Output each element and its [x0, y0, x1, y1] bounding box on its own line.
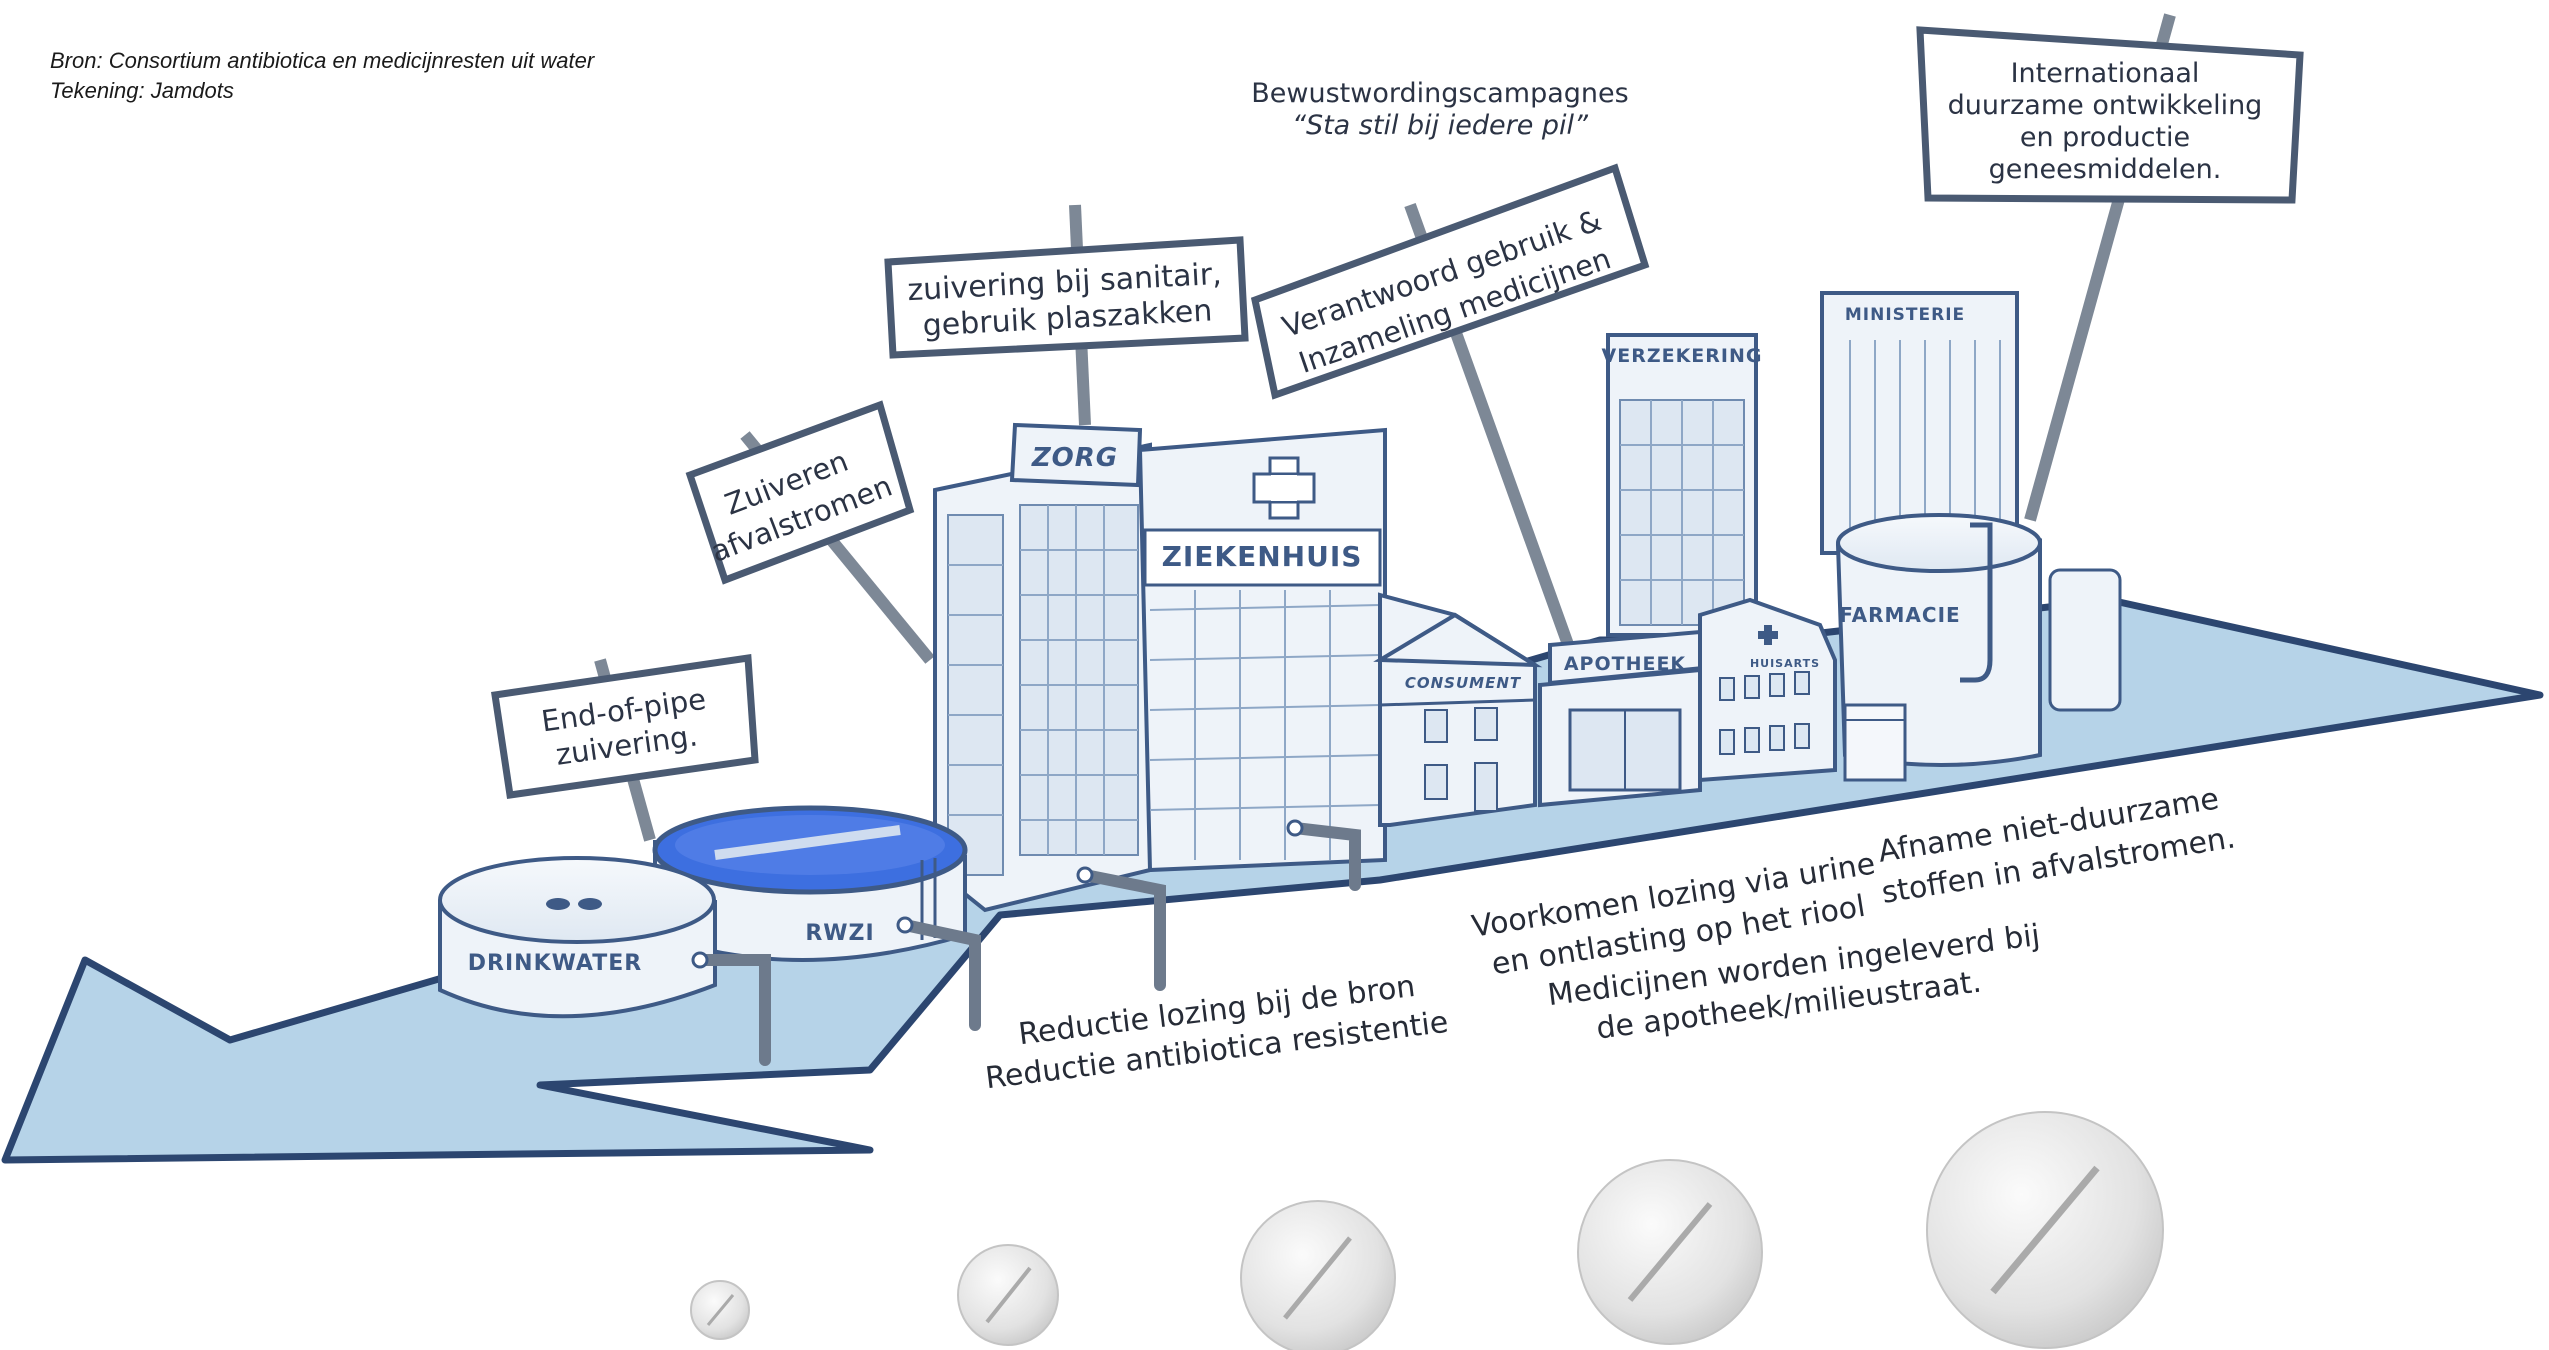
zorg-building: ZORG	[933, 422, 1152, 913]
drinkwater-tank: DRINKWATER	[438, 856, 717, 1019]
huisarts-label: HUISARTS	[1750, 657, 1820, 670]
huisarts-building: HUISARTS	[1698, 597, 1837, 783]
sign-internationaal: Internationaal duurzame ontwikkeling en …	[1916, 26, 2304, 204]
ministerie-building: MINISTERIE	[1820, 291, 2019, 555]
drinkwater-label: DRINKWATER	[468, 951, 642, 976]
sign-sanitair: zuivering bij sanitair, gebruik plaszakk…	[884, 236, 1249, 359]
campaign-title: Bewustwordingscampagnes	[1251, 78, 1628, 109]
zorg-label: ZORG	[1031, 443, 1118, 473]
apotheek-building: APOTHEEK	[1538, 629, 1706, 808]
sign-internationaal-line1: Internationaal	[2011, 58, 2200, 89]
sign-internationaal-line4: geneesmiddelen.	[1989, 154, 2222, 185]
huisarts-cross-icon	[1758, 625, 1778, 645]
rwzi-label: RWZI	[805, 921, 874, 946]
ziekenhuis-building: ZIEKENHUIS	[1137, 427, 1387, 873]
ministerie-label: MINISTERIE	[1845, 305, 1965, 325]
farmacie-building: FARMACIE	[1835, 513, 2122, 782]
rwzi-tank: RWZI	[652, 805, 968, 962]
pill-icon	[1926, 1111, 2164, 1349]
pill-icon	[1240, 1200, 1396, 1350]
source-credit: Bron: Consortium antibiotica en medicijn…	[50, 48, 595, 73]
campaign-slogan: “Sta stil bij iedere pil”	[1292, 110, 1589, 141]
verzekering-building: VERZEKERING	[1602, 333, 1763, 637]
farmacie-label: FARMACIE	[1839, 603, 1960, 627]
pill-icon	[1577, 1159, 1763, 1345]
pill-icon	[690, 1280, 750, 1340]
sign-internationaal-line2: duurzame ontwikkeling	[1948, 90, 2263, 121]
sign-end-of-pipe: End-of-pipe zuivering.	[491, 653, 759, 799]
note-afname: Afname niet-duurzame stoffen in afvalstr…	[1876, 781, 2238, 910]
sign-zuiveren: Zuiveren afvalstromen	[685, 400, 915, 585]
ziekenhuis-label: ZIEKENHUIS	[1162, 540, 1363, 573]
drawing-credit: Tekening: Jamdots	[50, 78, 234, 103]
verzekering-label: VERZEKERING	[1602, 345, 1763, 367]
consument-label: CONSUMENT	[1405, 674, 1522, 692]
pills-row	[690, 1111, 2164, 1350]
sign-internationaal-line3: en productie	[2020, 122, 2190, 153]
note-reductie: Reductie lozing bij de bron Reductie ant…	[984, 969, 1451, 1096]
apotheek-label: APOTHEEK	[1564, 653, 1687, 675]
consument-building: CONSUMENT	[1373, 592, 1543, 827]
cross-icon	[1252, 456, 1316, 520]
sign-verantwoord: Verantwoord gebruik & Inzameling medicij…	[1250, 163, 1650, 400]
pill-icon	[957, 1244, 1059, 1346]
outflow-pipes	[694, 822, 1361, 1066]
